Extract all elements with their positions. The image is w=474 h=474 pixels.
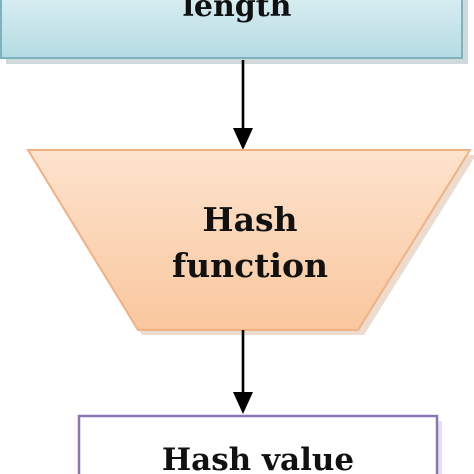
arrow-to-hash-function	[233, 60, 253, 150]
hash-function-label-line2: function	[172, 246, 328, 285]
arrow-to-hash-value	[233, 330, 253, 414]
hash-function-shape: Hash function	[26, 149, 474, 335]
input-box: length	[0, 0, 468, 64]
output-box-label: Hash value	[162, 442, 354, 474]
output-box: Hash value	[77, 414, 442, 474]
hash-function-label-line1: Hash	[202, 200, 297, 239]
input-box-label: length	[183, 0, 292, 24]
